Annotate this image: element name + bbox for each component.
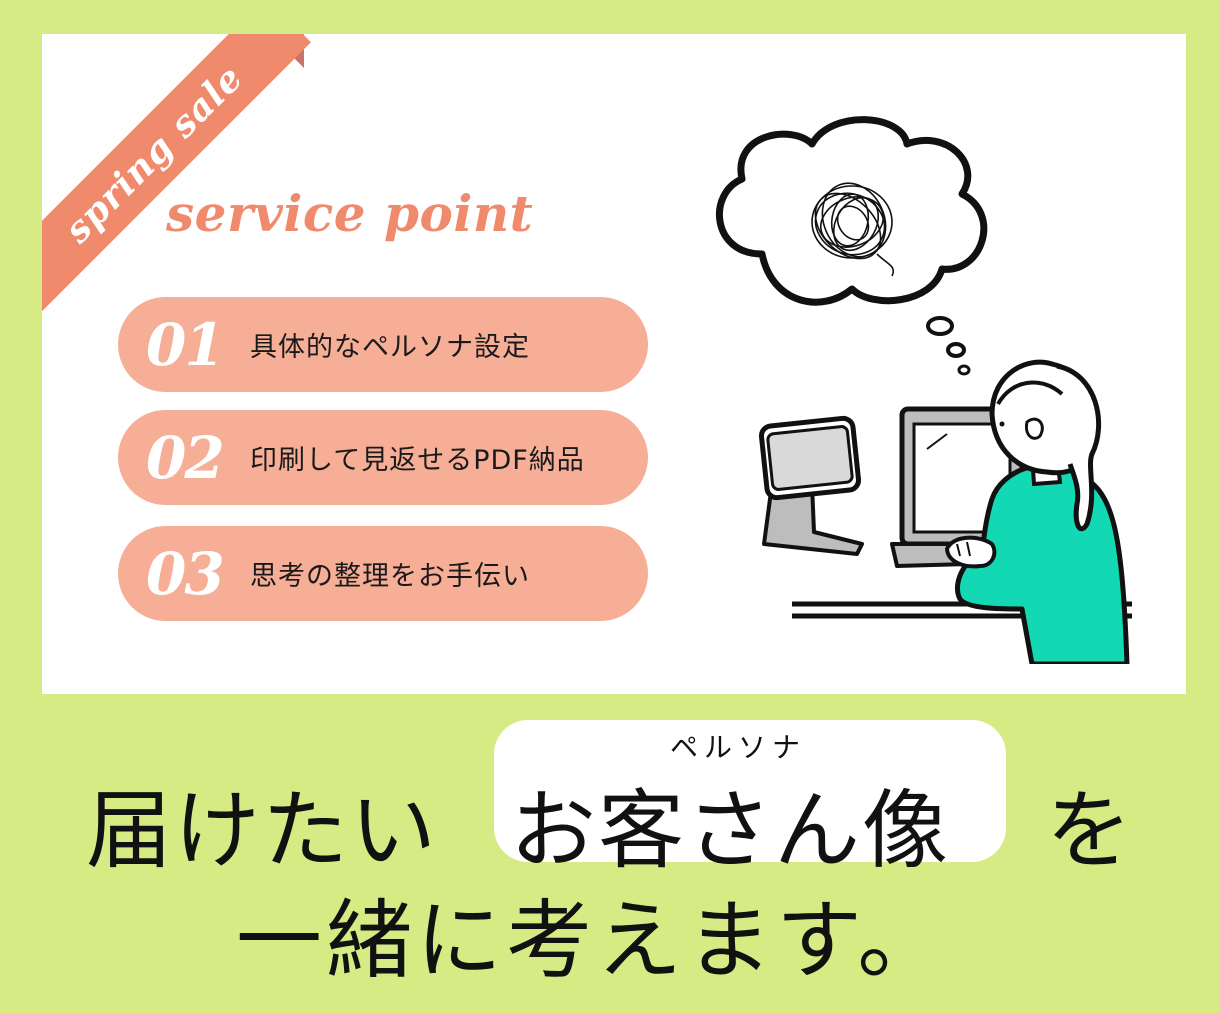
headline-highlight-box: ペルソナ お客さん像 <box>494 720 1006 881</box>
service-point-1: 01 具体的なペルソナ設定 <box>118 297 648 392</box>
headline-line-2: 一緒に考えます。 <box>236 891 948 991</box>
section-title: service point <box>166 184 534 243</box>
thought-cloud <box>716 116 988 306</box>
service-point-3: 03 思考の整理をお手伝い <box>118 526 648 621</box>
service-card: spring sale service point 01 具体的なペルソナ設定 … <box>42 34 1186 694</box>
woman-at-laptop-icon <box>716 116 1132 664</box>
headline-right: を <box>1046 781 1132 881</box>
point-number: 02 <box>146 423 225 492</box>
scribble-icon <box>811 182 895 277</box>
point-text: 思考の整理をお手伝い <box>250 561 530 592</box>
hair <box>1056 363 1101 532</box>
point-text: 印刷して見返せるPDF納品 <box>250 445 585 476</box>
point-text: 具体的なペルソナ設定 <box>250 332 530 363</box>
hand <box>944 535 997 569</box>
headline-line-1: 届けたい ペルソナ お客さん像 を <box>0 720 1220 881</box>
point-number: 03 <box>146 539 225 608</box>
thought-bubble-dot <box>946 342 966 358</box>
headline-highlight: お客さん像 <box>510 781 950 881</box>
headline-left: 届けたい <box>86 781 438 881</box>
service-point-2: 02 印刷して見返せるPDF納品 <box>118 410 648 505</box>
point-number: 01 <box>146 310 225 379</box>
thought-bubble-dot <box>957 364 971 376</box>
thought-bubble-dot <box>926 316 954 336</box>
headline-ruby: ペルソナ <box>670 731 807 764</box>
